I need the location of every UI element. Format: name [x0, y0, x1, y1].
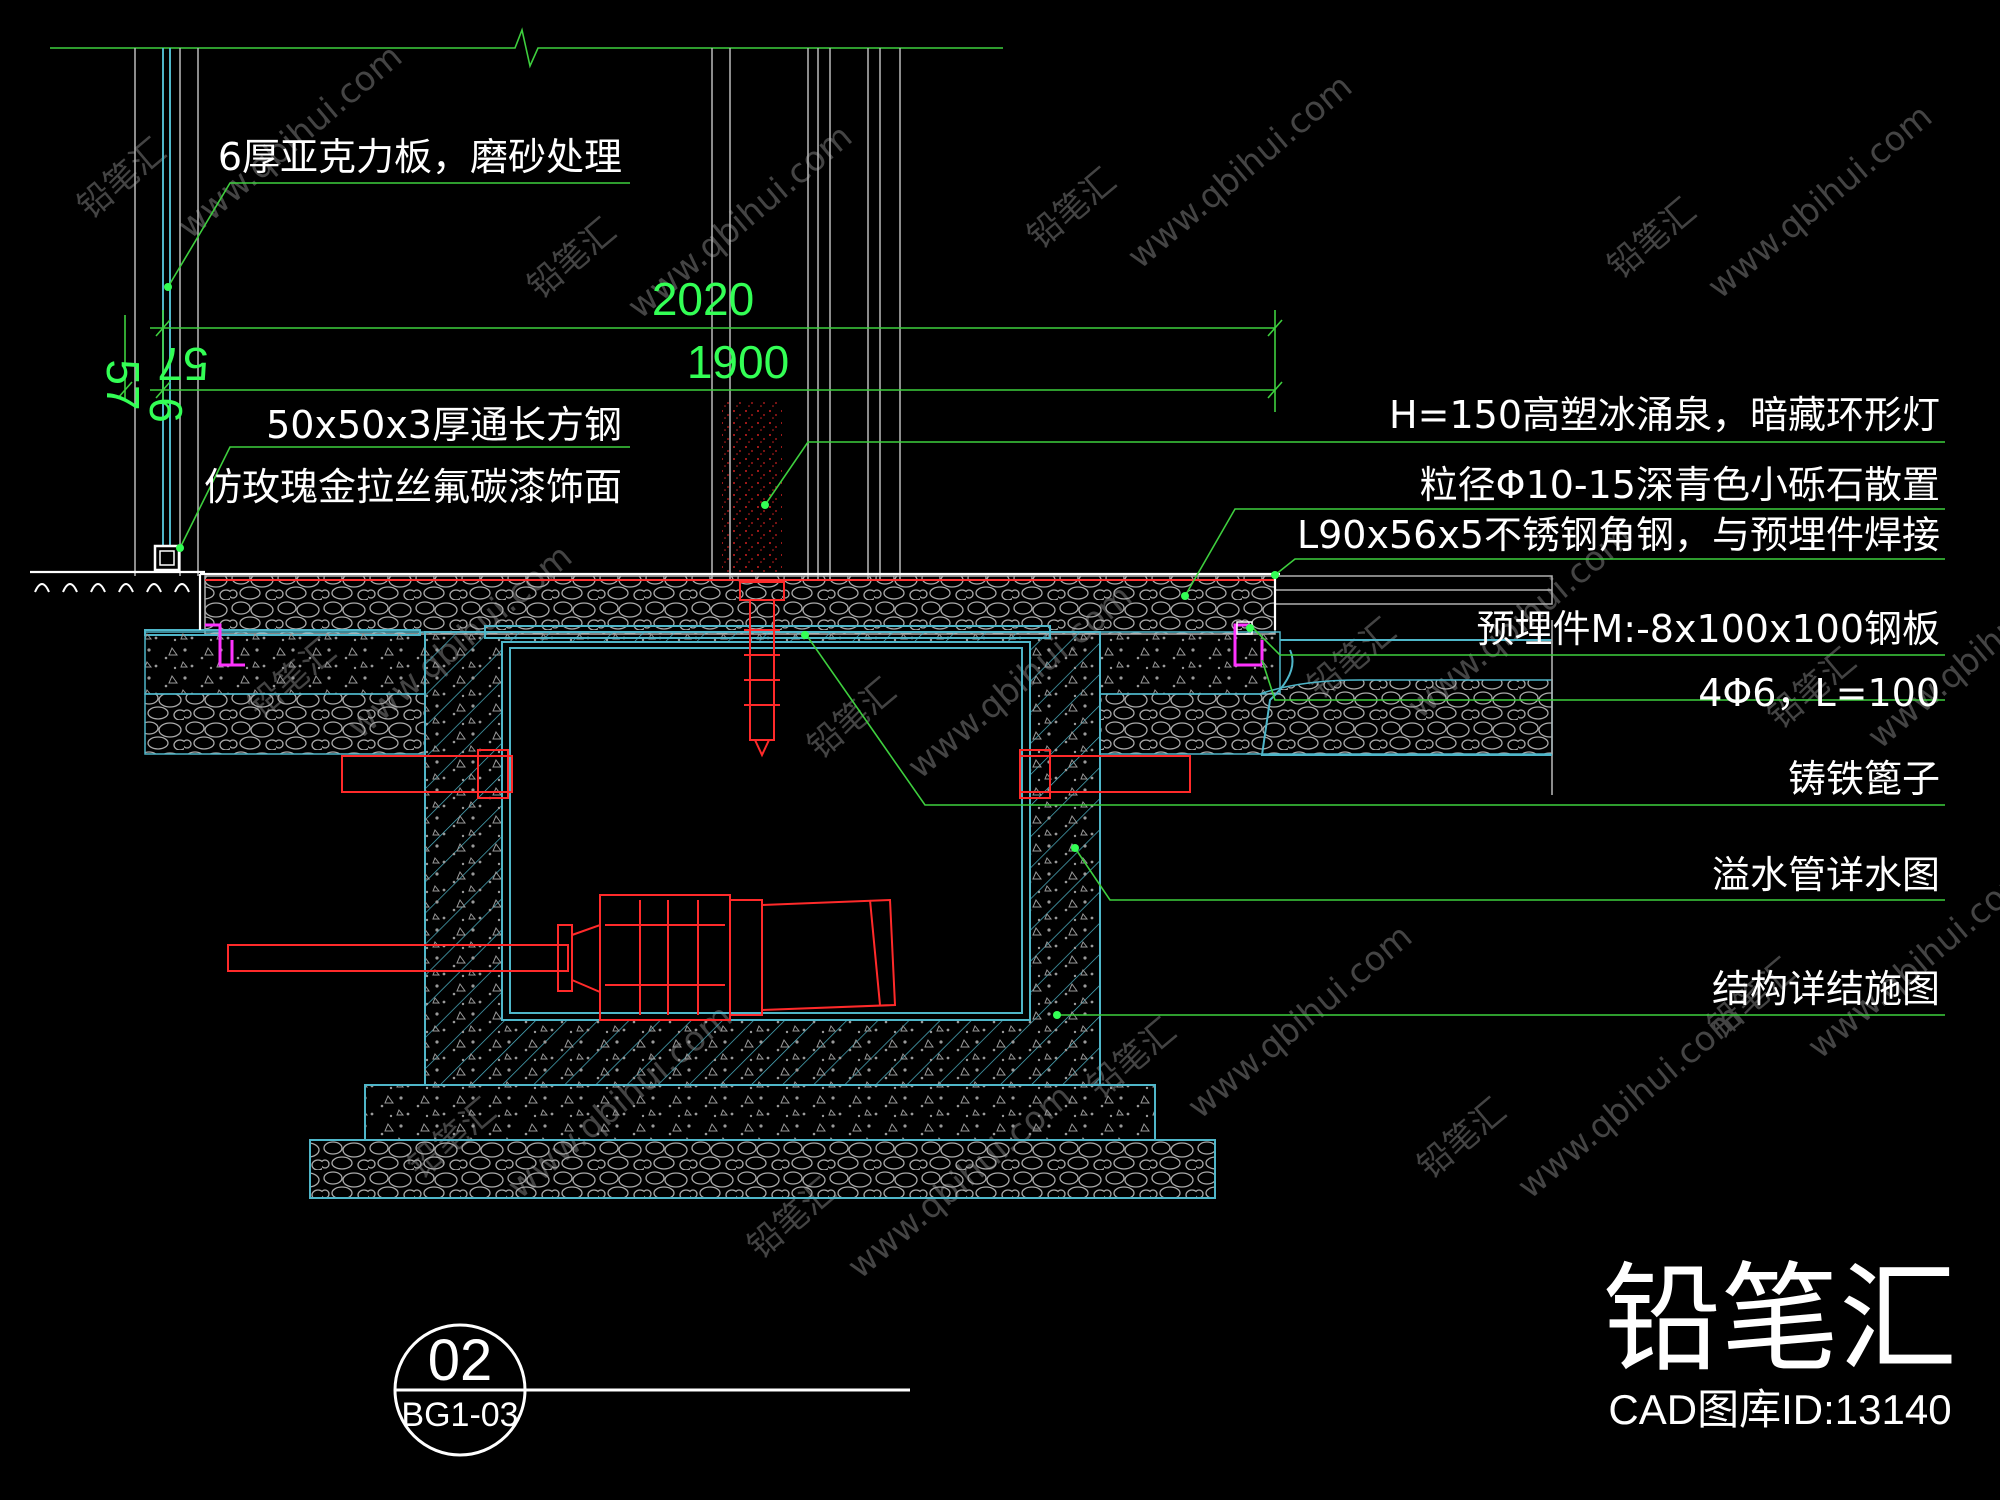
- base-courses: [144, 620, 1553, 795]
- pit-structure: [309, 625, 1216, 1199]
- label-structure: 结构详结施图: [1712, 967, 1940, 1011]
- watermark-logo: 铅笔汇: [520, 211, 624, 307]
- dim-57-upper: 57: [157, 338, 208, 390]
- dim-6: 6: [140, 397, 192, 423]
- label-grate: 铸铁篦子: [1788, 757, 1940, 801]
- ground-hatch-mark: [90, 583, 106, 593]
- brand-id: CAD图库ID:13140: [1608, 1386, 1951, 1433]
- center-lines: [711, 48, 901, 580]
- watermark-url: www.qbihui.com: [1180, 916, 1420, 1126]
- watermark-logo: 铅笔汇: [70, 131, 174, 227]
- detail-sheet: BG1-03: [401, 1396, 518, 1434]
- label-acrylic: 6厚亚克力板，磨砂处理: [218, 135, 622, 179]
- dim-57-lower: 57: [97, 359, 149, 410]
- left-panel: [134, 48, 199, 576]
- label-angle-steel: L90x56x5不锈钢角钢，与预埋件焊接: [1297, 513, 1940, 557]
- watermark-url: www.qbihui.com: [1120, 66, 1360, 276]
- ground-hatch-mark: [174, 583, 190, 593]
- label-embedded: 预埋件M:-8x100x100钢板: [1476, 607, 1940, 651]
- label-finish: 仿玫瑰金拉丝氟碳漆饰面: [204, 465, 622, 509]
- label-steel-tube: 50x50x3厚通长方钢: [266, 403, 622, 447]
- dimension-texts: 2020 1900 57 57 6: [97, 273, 789, 423]
- ground-hatch-mark: [34, 583, 50, 593]
- ground-hatch-mark: [62, 583, 78, 593]
- leader-lines: [164, 182, 1945, 1019]
- pipes: [227, 581, 1191, 1021]
- watermark-url: www.qbihui.com: [1700, 96, 1940, 306]
- dimension-lines: [117, 310, 1283, 412]
- watermark-logo: 铅笔汇: [1020, 161, 1124, 257]
- brand-name: 铅笔汇: [1603, 1250, 1957, 1388]
- dim-2020: 2020: [652, 273, 754, 325]
- brand-block: 铅笔汇 CAD图库ID:13140: [1603, 1250, 1957, 1433]
- dim-1900: 1900: [687, 336, 789, 388]
- label-overflow: 溢水管详水图: [1712, 853, 1940, 897]
- ground-hatch-mark: [118, 583, 134, 593]
- label-fountain: H=150高塑冰涌泉，暗藏环形灯: [1389, 393, 1940, 437]
- labels: 6厚亚克力板，磨砂处理 50x50x3厚通长方钢 仿玫瑰金拉丝氟碳漆饰面 H=1…: [204, 135, 1940, 1011]
- watermark-url: www.qbihui.com: [1860, 546, 2000, 756]
- detail-reference: 02 BG1-03: [393, 1323, 910, 1457]
- detail-number: 02: [428, 1328, 493, 1393]
- label-gravel: 粒径Φ10-15深青色小砾石散置: [1420, 463, 1940, 507]
- top-break-line: [50, 27, 1003, 69]
- label-rebar: 4Φ6，L=100: [1698, 671, 1940, 715]
- water-jet: [722, 400, 782, 575]
- watermark-logo: 铅笔汇: [1410, 1091, 1514, 1187]
- watermark-logo: 铅笔汇: [1600, 191, 1704, 287]
- ground-hatch-mark: [146, 583, 162, 593]
